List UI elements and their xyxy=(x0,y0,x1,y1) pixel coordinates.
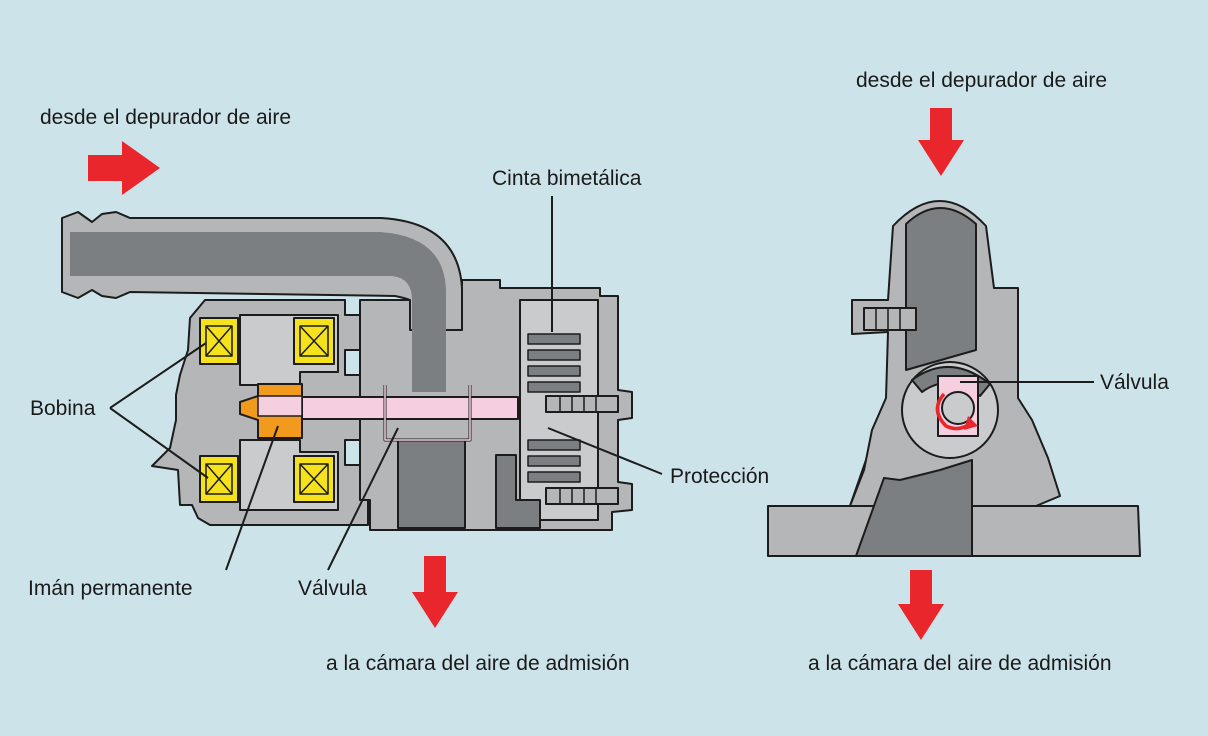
rotation-arrow-head xyxy=(964,416,978,430)
valve-cup-fill xyxy=(384,385,471,441)
outlet-arrow-icon xyxy=(412,556,458,628)
magnet-leader-line xyxy=(225,425,279,571)
bimetal-strip-stack xyxy=(527,333,581,483)
coil-leader-lines xyxy=(109,342,209,479)
bolt-lower xyxy=(545,487,619,505)
left-view xyxy=(61,141,663,628)
coil-lower-left xyxy=(199,455,239,503)
inlet-arrow-icon xyxy=(88,141,160,195)
left-inlet-label: desde el depurador de aire xyxy=(40,106,292,129)
right-valve-label: Válvula xyxy=(1100,371,1169,394)
magnet-label: Imán permanente xyxy=(28,577,193,600)
right-outlet-arrow-icon xyxy=(898,570,944,640)
right-outlet-label: a la cámara del aire de admisión xyxy=(808,652,1112,675)
shield-label: Protección xyxy=(670,465,770,488)
left-valve-leader-line xyxy=(327,427,399,571)
coil-upper-left xyxy=(199,317,239,365)
right-outlet-passage xyxy=(855,459,973,557)
coil-lower-right xyxy=(293,455,335,503)
bolt-upper xyxy=(545,395,619,413)
bimetal-label: Cinta bimetálica xyxy=(492,167,642,190)
outlet-passage-left xyxy=(397,439,466,529)
outlet-passage-right xyxy=(495,454,541,529)
right-valve-shaft xyxy=(941,391,975,425)
valve-shaft xyxy=(299,396,519,420)
right-inlet-passage xyxy=(905,207,977,371)
right-inlet-label: desde el depurador de aire xyxy=(856,69,1108,92)
right-view xyxy=(767,108,1141,640)
right-inlet-arrow-icon xyxy=(918,108,964,176)
rotation-arrow-icon xyxy=(935,392,971,431)
left-valve-label: Válvula xyxy=(298,577,367,600)
left-outlet-label: a la cámara del aire de admisión xyxy=(326,652,630,675)
right-bolt xyxy=(863,307,917,331)
coil-label: Bobina xyxy=(30,397,96,420)
inlet-passage xyxy=(70,232,446,392)
coil-upper-right xyxy=(293,317,335,365)
shield-leader-line xyxy=(547,427,663,475)
